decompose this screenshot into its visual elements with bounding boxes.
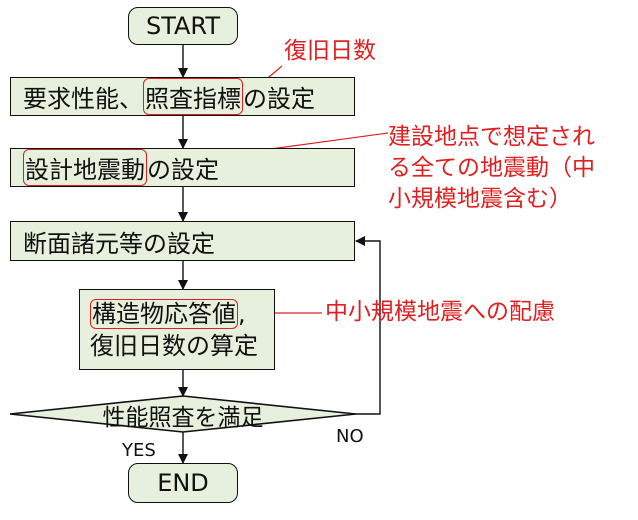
step1-before: 要求性能、 <box>23 85 143 113</box>
step-response-calculation: 構造物応答値, 復旧日数の算定 <box>79 289 275 370</box>
note-ground-motion-line3: 小規模地震含む） <box>388 186 572 212</box>
end-label: END <box>157 469 209 497</box>
step4-line2: 復旧日数の算定 <box>90 331 258 360</box>
yes-label: YES <box>122 440 156 461</box>
note-recovery-days: 復旧日数 <box>284 38 376 64</box>
step-section-setting: 断面諸元等の設定 <box>10 221 355 261</box>
step1-after: の設定 <box>243 85 315 113</box>
step-ground-motion-setting: 設計地震動の設定 <box>10 148 355 187</box>
end-terminal: END <box>128 463 238 503</box>
note-small-quake: 中小規模地震への配慮 <box>325 299 555 325</box>
step2-highlight: 設計地震動 <box>23 149 147 186</box>
decision-diamond <box>9 395 357 433</box>
step4-highlight: 構造物応答値 <box>90 298 238 329</box>
step3-label: 断面諸元等の設定 <box>23 229 215 258</box>
start-terminal: START <box>128 7 238 45</box>
step4-comma: , <box>238 299 246 328</box>
no-loop-line <box>355 236 381 415</box>
decision-label: 性能照査を満足 <box>102 405 264 431</box>
note-ground-motion-line1: 建設地点で想定され <box>388 124 595 150</box>
no-label: NO <box>336 426 364 447</box>
step4-line1: 構造物応答値, <box>90 298 246 330</box>
step1-highlight: 照査指標 <box>143 78 243 115</box>
step-performance-setting: 要求性能、照査指標の設定 <box>10 77 355 116</box>
note-ground-motion: 建設地点で想定され る全ての地震動（中 小規模地震含む） <box>388 122 595 215</box>
note-ground-motion-line2: る全ての地震動（中 <box>388 155 595 181</box>
start-label: START <box>145 12 221 40</box>
step2-after: の設定 <box>147 156 219 184</box>
